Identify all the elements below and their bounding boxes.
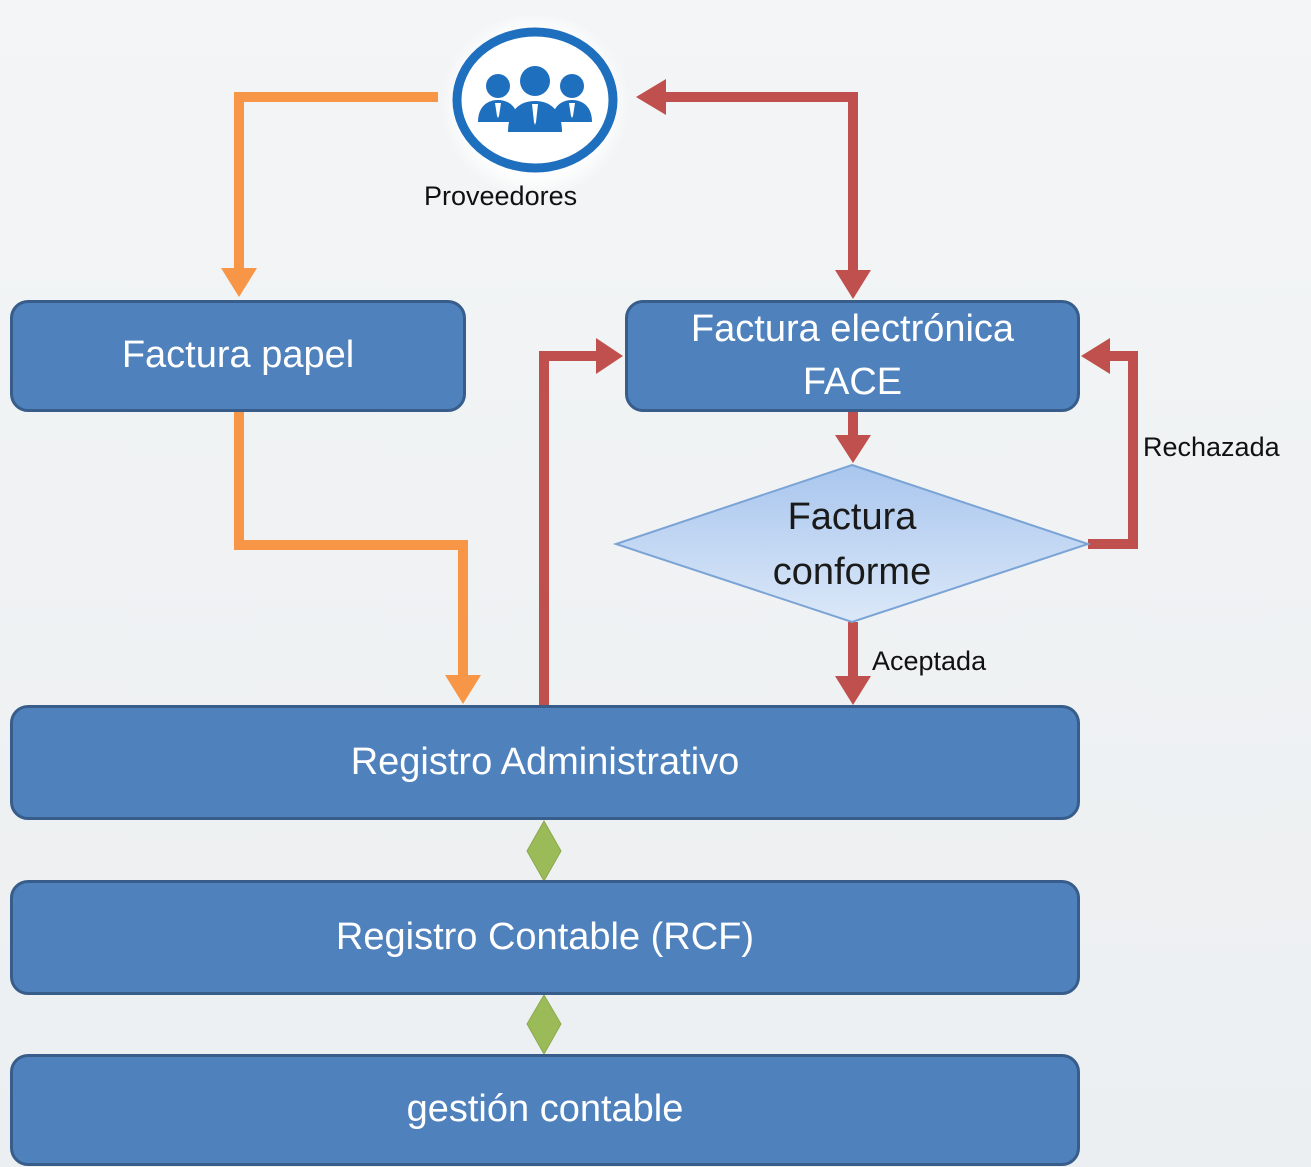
arrowhead-to-decision — [835, 435, 871, 463]
electronic-invoice-box: Factura electrónica FACE — [625, 300, 1080, 412]
paper-invoice-label: Factura papel — [121, 334, 355, 377]
electronic-flow-arrows — [539, 92, 1138, 705]
arrowhead-to-paper-invoice — [221, 268, 257, 297]
decision-label-line2: conforme — [772, 551, 932, 594]
decision-label: Factura conforme — [702, 490, 1002, 600]
providers-label: Proveedores — [424, 181, 578, 211]
admin-to-face-connector — [539, 351, 598, 705]
admin-registry-label: Registro Administrativo — [350, 740, 740, 783]
people-group-icon — [452, 27, 618, 173]
arrowhead-admin-to-face — [596, 338, 623, 374]
providers-face-connector — [663, 92, 858, 272]
paper-flow-arrows — [234, 92, 468, 677]
accounting-management-box: gestión contable — [10, 1054, 1080, 1166]
paper-invoice-box: Factura papel — [10, 300, 466, 412]
decision-diamond — [612, 463, 1092, 624]
decision-label-line1: Factura — [787, 496, 917, 538]
providers-to-paper-connector — [234, 92, 438, 270]
accounting-management-label: gestión contable — [406, 1088, 684, 1131]
accepted-edge-label: Aceptada — [872, 646, 987, 676]
rejected-edge-label: Rechazada — [1143, 432, 1280, 462]
arrowhead-rejected-to-face — [1081, 338, 1110, 374]
sync-arrow-admin-rcf — [526, 819, 562, 883]
electronic-invoice-label-line2: FACE — [802, 361, 903, 403]
accounting-registry-label: Registro Contable (RCF) — [335, 915, 755, 958]
electronic-invoice-label-line1: Factura electrónica — [690, 307, 1015, 350]
sync-arrow-rcf-gestion — [526, 994, 562, 1056]
admin-registry-box: Registro Administrativo — [10, 705, 1080, 820]
accounting-registry-box: Registro Contable (RCF) — [10, 880, 1080, 995]
arrowhead-accepted-to-admin — [835, 676, 871, 705]
arrowhead-to-admin-registry — [445, 675, 481, 704]
paper-to-admin-connector — [234, 412, 468, 677]
arrowhead-to-providers — [636, 79, 666, 115]
rejected-connector — [1088, 351, 1138, 549]
arrowhead-to-face — [835, 270, 871, 299]
